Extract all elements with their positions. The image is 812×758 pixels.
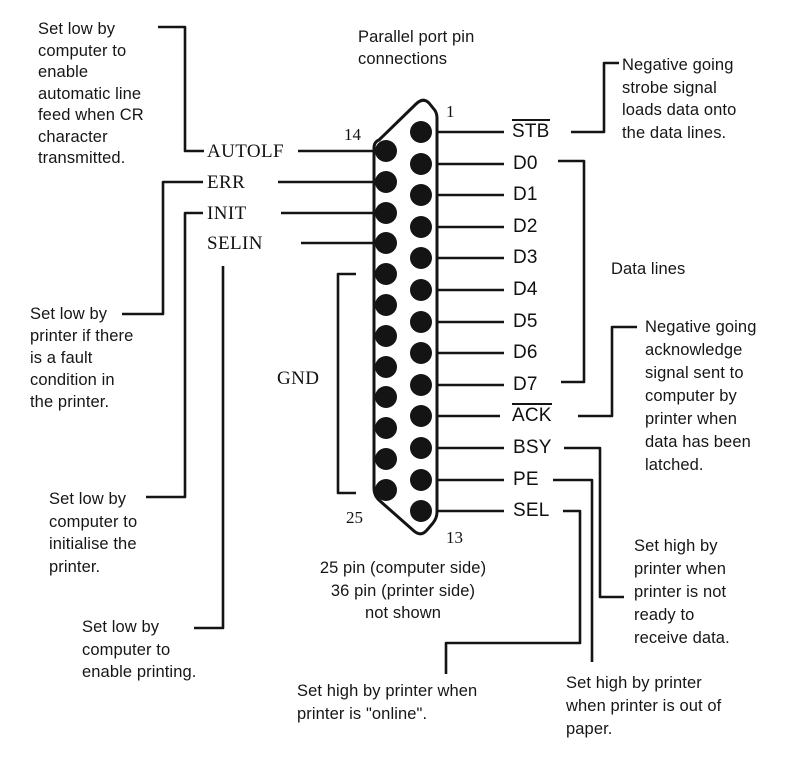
right-pin-lead-lines	[437, 130, 504, 513]
err-callout-line	[122, 180, 203, 316]
pin-dot	[375, 356, 397, 378]
pin-dot	[375, 263, 397, 285]
pin-label-sel: SEL	[513, 500, 550, 521]
pin-dot	[375, 479, 397, 501]
pin-dots	[375, 121, 432, 522]
autolf-callout-line	[158, 25, 204, 153]
stb-overline: STB	[512, 119, 550, 142]
pin-label-selin: SELIN	[207, 233, 263, 254]
pin-label-d3: D3	[513, 247, 538, 268]
pin-number-14: 14	[344, 125, 361, 144]
pin-label-d0: D0	[513, 153, 538, 174]
pin-label-d1: D1	[513, 184, 538, 205]
ack-overline: ACK	[512, 403, 552, 426]
pe-callout-line	[553, 478, 594, 662]
connector-note: 25 pin (computer side) 36 pin (printer s…	[319, 559, 487, 622]
pin-label-gnd: GND	[277, 368, 320, 389]
pin-dot	[410, 437, 432, 459]
bsy-callout-line	[564, 446, 624, 599]
pin-dot	[410, 216, 432, 238]
pin-label-err: ERR	[207, 172, 246, 193]
pin-label-pe: PE	[513, 469, 539, 490]
pin-dot	[375, 140, 397, 162]
ack-callout-line	[578, 325, 637, 418]
pin-label-d5: D5	[513, 311, 538, 332]
db25-connector-outline	[372, 98, 439, 536]
init-note: Set low by computer to initialise the pr…	[49, 490, 138, 576]
pin-dot	[375, 325, 397, 347]
selin-note: Set low by computer to enable printing.	[82, 618, 197, 681]
sel-note: Set high by printer when printer is "onl…	[297, 682, 478, 723]
autolf-note: Set low by computer to enable automatic …	[38, 20, 144, 167]
pin-dot	[410, 374, 432, 396]
pin-label-bsy: BSY	[513, 437, 552, 458]
pin-number-13: 13	[446, 528, 463, 547]
pin-label-d2: D2	[513, 216, 538, 237]
pin-label-stb: STB	[512, 119, 550, 142]
pin-dot	[410, 405, 432, 427]
pin-label-d7: D7	[513, 374, 538, 395]
diagram-title: Parallel port pin connections	[358, 28, 475, 68]
pin-dot	[410, 500, 432, 522]
pin-dot	[375, 386, 397, 408]
stb-callout-line	[571, 61, 619, 134]
selin-callout-line	[194, 266, 225, 630]
pin-number-25: 25	[346, 508, 363, 527]
data-lines-label: Data lines	[611, 260, 686, 278]
pin-label-init: INIT	[207, 203, 247, 224]
gnd-bracket	[336, 272, 356, 495]
init-callout-line	[146, 211, 203, 499]
pin-dot	[410, 469, 432, 491]
pin-label-autolf: AUTOLF	[207, 141, 284, 162]
ack-note: Negative going acknowledge signal sent t…	[645, 318, 757, 474]
pin-dot	[375, 448, 397, 470]
data-lines-bracket	[558, 159, 586, 384]
left-pin-lead-lines	[278, 149, 375, 245]
pin-label-d4: D4	[513, 279, 538, 300]
pin-dot	[410, 121, 432, 143]
pin-dot	[410, 184, 432, 206]
pin-dot	[375, 294, 397, 316]
pin-dot	[410, 247, 432, 269]
pin-dot	[410, 311, 432, 333]
pin-dot	[410, 279, 432, 301]
pe-note: Set high by printer when printer is out …	[566, 674, 722, 738]
stb-note: Negative going strobe signal loads data …	[622, 56, 737, 142]
pin-number-1: 1	[446, 102, 455, 121]
pin-dot	[410, 342, 432, 364]
pin-dot	[410, 153, 432, 175]
sel-callout-line	[444, 509, 582, 674]
bsy-note: Set high by printer when printer is not …	[634, 537, 730, 647]
pin-dot	[375, 232, 397, 254]
pin-dot	[375, 202, 397, 224]
pin-label-d6: D6	[513, 342, 538, 363]
err-note: Set low by printer if there is a fault c…	[30, 305, 134, 411]
pin-dot	[375, 417, 397, 439]
pin-dot	[375, 171, 397, 193]
pin-label-ack: ACK	[512, 403, 552, 426]
